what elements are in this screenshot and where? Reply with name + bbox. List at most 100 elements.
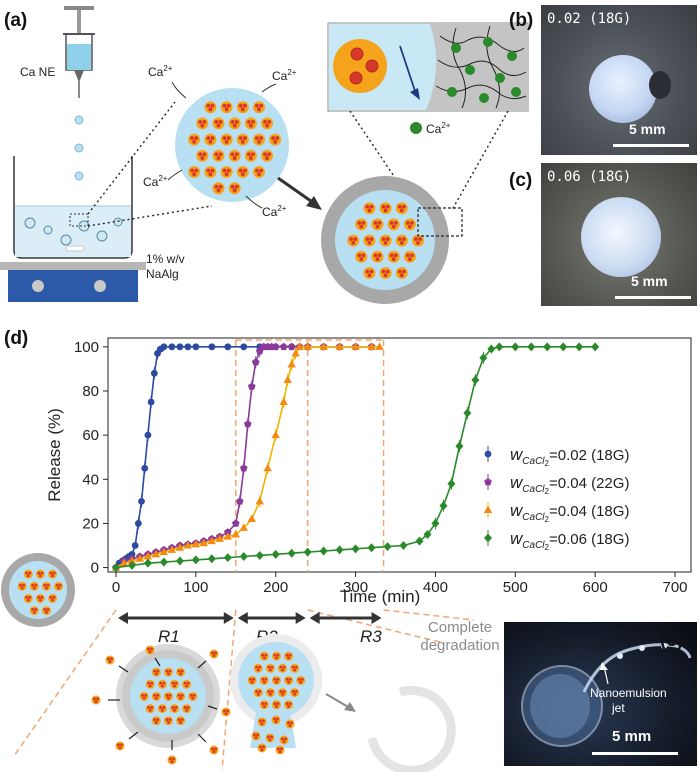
data-point [231, 529, 240, 538]
data-point [207, 536, 217, 545]
nanoemulsion-particle [163, 667, 173, 677]
alginate-capsule [321, 176, 463, 304]
series-line [115, 346, 372, 569]
data-point [192, 343, 200, 351]
data-point [184, 343, 192, 351]
legend-ion-label: Ca2+ [426, 121, 451, 136]
nanoemulsion-particle [105, 655, 115, 665]
data-point [367, 543, 376, 553]
nanoemulsion-particle [220, 101, 233, 114]
series-3 [111, 342, 384, 571]
nanoemulsion-particle [371, 250, 384, 263]
data-point [291, 348, 300, 357]
x-tick-label: 400 [423, 579, 448, 596]
data-point [223, 532, 232, 540]
data-point [147, 398, 155, 406]
nanoemulsion-particle [151, 667, 161, 677]
data-point [199, 538, 209, 547]
region-arrows [117, 612, 382, 624]
legend-marker [484, 450, 492, 458]
nanoemulsion-particle [170, 679, 180, 689]
data-point [175, 556, 184, 566]
gel-bead-c [581, 197, 661, 277]
nanoemulsion-particle [196, 149, 209, 162]
nanoemulsion-particle [253, 663, 263, 673]
nanoemulsion-particle [284, 700, 294, 710]
x-tick-label: 600 [583, 579, 608, 596]
data-point [127, 556, 137, 564]
nanoemulsion-particle [145, 679, 155, 689]
y-tick-label: 60 [82, 427, 99, 444]
data-point [215, 534, 225, 542]
data-point [431, 518, 440, 528]
data-point [463, 408, 472, 418]
data-point [295, 342, 304, 350]
nanoemulsion-particle [204, 166, 217, 178]
data-point [559, 342, 568, 352]
nanoemulsion-particle [41, 606, 51, 616]
nanoemulsion-particle [395, 202, 408, 215]
region-guide [307, 609, 441, 643]
data-point [131, 542, 139, 549]
nanoemulsion-particle [145, 645, 155, 655]
nanoemulsion-particle [347, 234, 360, 247]
nanoemulsion-particle [220, 133, 233, 146]
nanoemulsion-particle [271, 675, 281, 685]
nanoemulsion-particle [290, 688, 300, 698]
x-tick-label: 700 [663, 579, 688, 596]
svg-text:Ca2+: Ca2+ [148, 64, 173, 79]
data-point [143, 552, 153, 560]
data-point [207, 554, 216, 564]
scale-label-b: 5 mm [629, 121, 666, 137]
stage-r2-capsule [230, 634, 322, 755]
stirrer-plate-icon [0, 262, 146, 302]
nanoemulsion-particle [412, 234, 424, 247]
nanoemulsion-particle [363, 202, 376, 215]
legend-entry: wCaCl2=0.06 (18G) [510, 529, 629, 552]
data-point [224, 528, 232, 536]
nanoemulsion-particle [278, 688, 288, 698]
y-tick-label: 100 [74, 339, 99, 356]
x-tick-label: 0 [112, 579, 120, 596]
beaker-label-line1: 1% w/v [146, 252, 185, 266]
beaker-icon [13, 156, 133, 259]
legend-entry: wCaCl2=0.04 (22G) [510, 473, 629, 496]
nanoemulsion-particle [163, 716, 173, 726]
nanoemulsion-particle [228, 182, 241, 195]
syringe-icon [63, 6, 95, 98]
nanoemulsion-particle [236, 166, 249, 178]
data-point [303, 547, 312, 557]
degraded-shell [367, 685, 456, 772]
nanoemulsion-particle [54, 581, 64, 591]
data-point [351, 342, 360, 350]
nanoemulsion-particle [145, 704, 155, 714]
data-point [159, 547, 169, 556]
nanoemulsion-particle [403, 250, 416, 263]
data-point [471, 375, 480, 385]
calcium-ion-labels: Ca2+ Ca2+ Ca2+ Ca2+ [143, 64, 297, 219]
data-point [183, 541, 193, 549]
syringe-label: Ca NE [20, 65, 55, 79]
jet-annotation-line1: Nanoemulsion [590, 686, 667, 700]
nanoemulsion-particle [278, 663, 288, 673]
data-point [223, 553, 232, 563]
data-point [367, 342, 376, 350]
data-point [263, 463, 272, 472]
data-point [208, 343, 216, 351]
series-layer [111, 342, 600, 573]
nanoemulsion-particle [35, 593, 45, 603]
data-point [375, 342, 384, 350]
y-tick-label: 80 [82, 383, 99, 400]
nanoemulsion-particle [35, 569, 45, 579]
data-point [455, 441, 464, 451]
nanoemulsion-particle [29, 581, 39, 591]
nanoemulsion-particle [170, 704, 180, 714]
data-point [251, 358, 260, 366]
data-point [511, 342, 520, 352]
data-point [127, 560, 136, 570]
svg-text:Ca2+: Ca2+ [143, 174, 168, 189]
data-point [240, 464, 248, 472]
nanoemulsion-particle [221, 707, 231, 717]
nanoemulsion-particle [363, 267, 376, 279]
